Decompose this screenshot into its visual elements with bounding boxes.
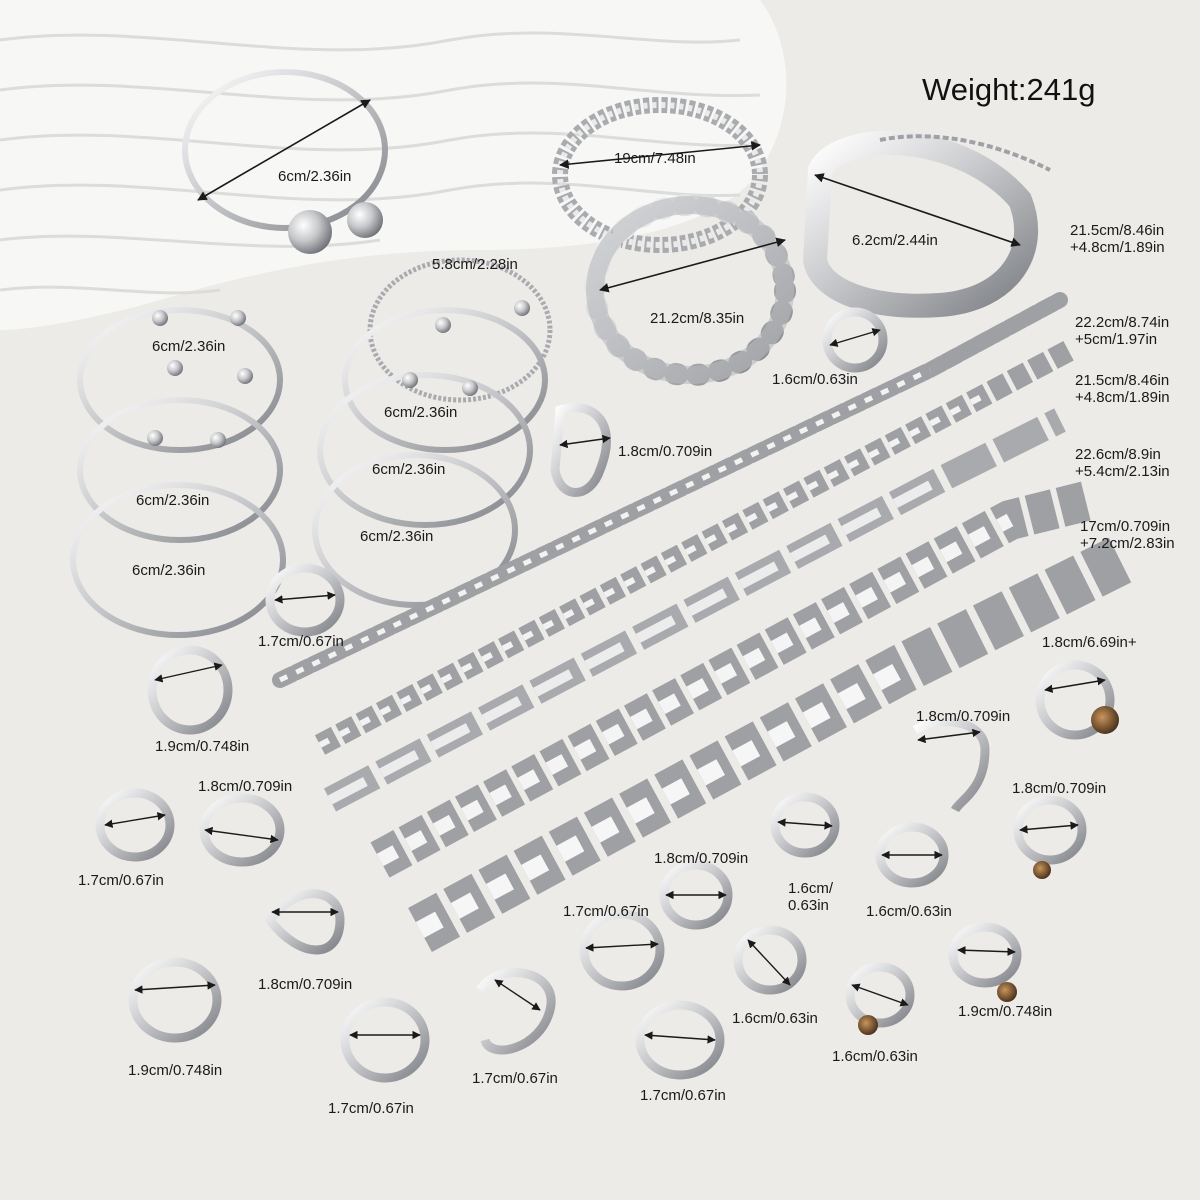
chain2-length-main: 22.2cm/8.74in bbox=[1075, 314, 1170, 331]
ball-bracelet-size: 21.2cm/8.35in bbox=[650, 310, 745, 327]
ring-size-label: 1.8cm/0.709in bbox=[198, 778, 293, 795]
chain3-length-main: 21.5cm/8.46in bbox=[1075, 372, 1170, 389]
chain5-extension: +7.2cm/2.83in bbox=[1080, 535, 1175, 553]
weight-label: Weight:241g bbox=[922, 72, 1096, 107]
cuff-mid-2-size: 6cm/2.36in bbox=[372, 461, 446, 478]
wavy-pedestal bbox=[0, 0, 787, 330]
cuff-left-3-size: 6cm/2.36in bbox=[132, 562, 206, 579]
ring-size-label: 1.9cm/0.748in bbox=[128, 1062, 223, 1079]
cuff-left-1-size: 6cm/2.36in bbox=[152, 338, 226, 355]
chain1-length-main: 21.5cm/8.46in bbox=[1070, 222, 1165, 239]
ring-size-label: 1.9cm/0.748in bbox=[958, 1003, 1053, 1020]
wide-bangle-bracelet bbox=[802, 131, 1051, 318]
ring-size-label: 1.6cm/0.63in bbox=[866, 903, 952, 920]
ring-size-label: 1.6cm/0.63in bbox=[832, 1048, 918, 1065]
rings bbox=[95, 307, 1115, 1083]
ring-size-label: 1.6cm/0.63in bbox=[788, 880, 833, 915]
cuff-mid-1-size: 6cm/2.36in bbox=[384, 404, 458, 421]
ring-size-label: 1.8cm/0.709in bbox=[618, 443, 713, 460]
chain5-length-main: 17cm/0.709in bbox=[1080, 518, 1171, 535]
ring-size-label: 1.7cm/0.67in bbox=[640, 1087, 726, 1104]
chain3-extension: +4.8cm/1.89in bbox=[1075, 389, 1170, 407]
ring-size-label: 1.7cm/0.67in bbox=[563, 903, 649, 920]
twisted-cuff-size: 5.8cm/2.28in bbox=[432, 256, 518, 273]
ring-size-label: 1.6cm/0.63in bbox=[772, 371, 858, 388]
thin-cuff-stack-left bbox=[70, 307, 286, 638]
ring-stones bbox=[858, 706, 1119, 1035]
ring-size-label: 1.7cm/0.67in bbox=[258, 633, 344, 650]
beaded-stretch-bracelet bbox=[552, 97, 768, 253]
beaded-bracelet-size: 19cm/7.48in bbox=[614, 150, 696, 167]
ring-size-label: 1.9cm/0.748in bbox=[155, 738, 250, 755]
chain1-extension: +4.8cm/1.89in bbox=[1070, 239, 1165, 257]
ring-size-line2: 0.63in bbox=[788, 897, 829, 915]
ring-size-label: 1.8cm/6.69in+ bbox=[1042, 634, 1137, 651]
chain2-extension: +5cm/1.97in bbox=[1075, 331, 1158, 349]
ring-size-label: 1.7cm/0.67in bbox=[328, 1100, 414, 1117]
chain4-extension: +5.4cm/2.13in bbox=[1075, 463, 1170, 481]
cuff-top-size: 6cm/2.36in bbox=[278, 168, 352, 185]
thin-cuff-stack-middle bbox=[312, 257, 553, 608]
chain4-length-main: 22.6cm/8.9in bbox=[1075, 446, 1161, 463]
ball-bead-bracelet bbox=[584, 194, 796, 386]
ring-size-label: 1.8cm/0.709in bbox=[1012, 780, 1107, 797]
chain4-length: 22.6cm/8.9in+5.4cm/2.13in bbox=[1075, 446, 1170, 481]
ball-cuff-bracelet bbox=[182, 69, 388, 254]
ring-size-label: 1.6cm/0.63in bbox=[732, 1010, 818, 1027]
cuff-left-2-size: 6cm/2.36in bbox=[136, 492, 210, 509]
ring-size-label: 1.8cm/0.709in bbox=[258, 976, 353, 993]
chain2-length: 22.2cm/8.74in+5cm/1.97in bbox=[1075, 314, 1169, 349]
ring-size-label: 1.8cm/0.709in bbox=[916, 708, 1011, 725]
ring-size-label: 1.7cm/0.67in bbox=[472, 1070, 558, 1087]
ring-size-label: 1.8cm/0.709in bbox=[654, 850, 749, 867]
ring-size-label: 1.7cm/0.67in bbox=[78, 872, 164, 889]
wide-bangle-size: 6.2cm/2.44in bbox=[852, 232, 938, 249]
chain3-length: 21.5cm/8.46in+4.8cm/1.89in bbox=[1075, 372, 1170, 407]
chain-bracelets bbox=[272, 292, 1132, 952]
measurement-arrows bbox=[104, 328, 1106, 1044]
chain5-length: 17cm/0.709in+7.2cm/2.83in bbox=[1080, 518, 1175, 553]
chain1-length: 21.5cm/8.46in+4.8cm/1.89in bbox=[1070, 222, 1165, 257]
ring-size-line1: 1.6cm/ bbox=[788, 880, 834, 897]
cuff-mid-3-size: 6cm/2.36in bbox=[360, 528, 434, 545]
